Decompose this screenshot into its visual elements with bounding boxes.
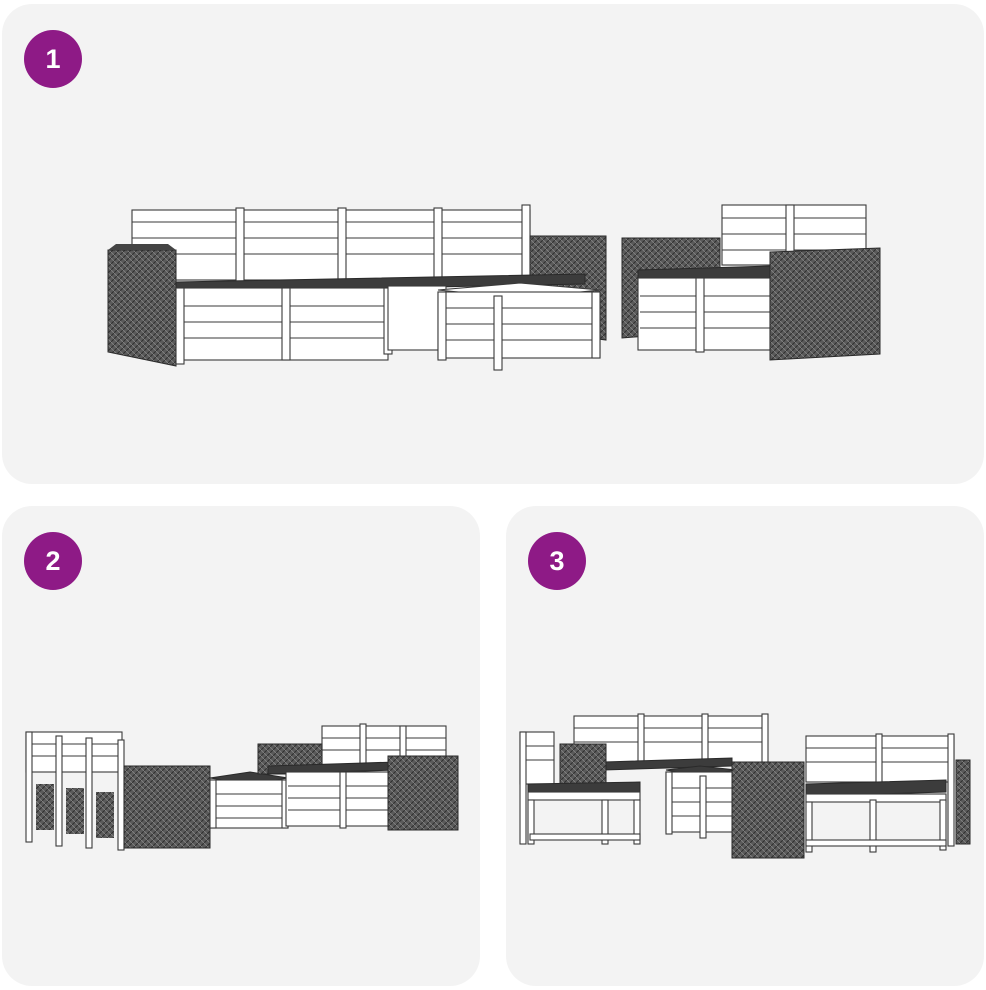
sofa-right [257, 723, 459, 831]
corner-module [621, 204, 881, 361]
panel-configuration-2: 2 [2, 506, 480, 986]
sofa-set-illustration-1 [107, 204, 881, 371]
coffee-table [437, 282, 601, 371]
sofa-base [175, 285, 447, 365]
left-chair [519, 731, 641, 845]
small-table [209, 771, 289, 829]
sofa-set-illustration-3 [519, 713, 971, 859]
panel-configuration-1: 1 [2, 4, 984, 484]
step-badge-1: 1 [24, 30, 82, 88]
sofa-backrest [131, 204, 531, 284]
right-module [731, 733, 971, 859]
step-badge-3: 3 [528, 532, 586, 590]
middle-table [665, 765, 737, 839]
side-chairs [25, 731, 125, 851]
sofa-set-illustration-2 [25, 723, 459, 851]
panel-configuration-3: 3 [506, 506, 984, 986]
step-badge-2: 2 [24, 532, 82, 590]
